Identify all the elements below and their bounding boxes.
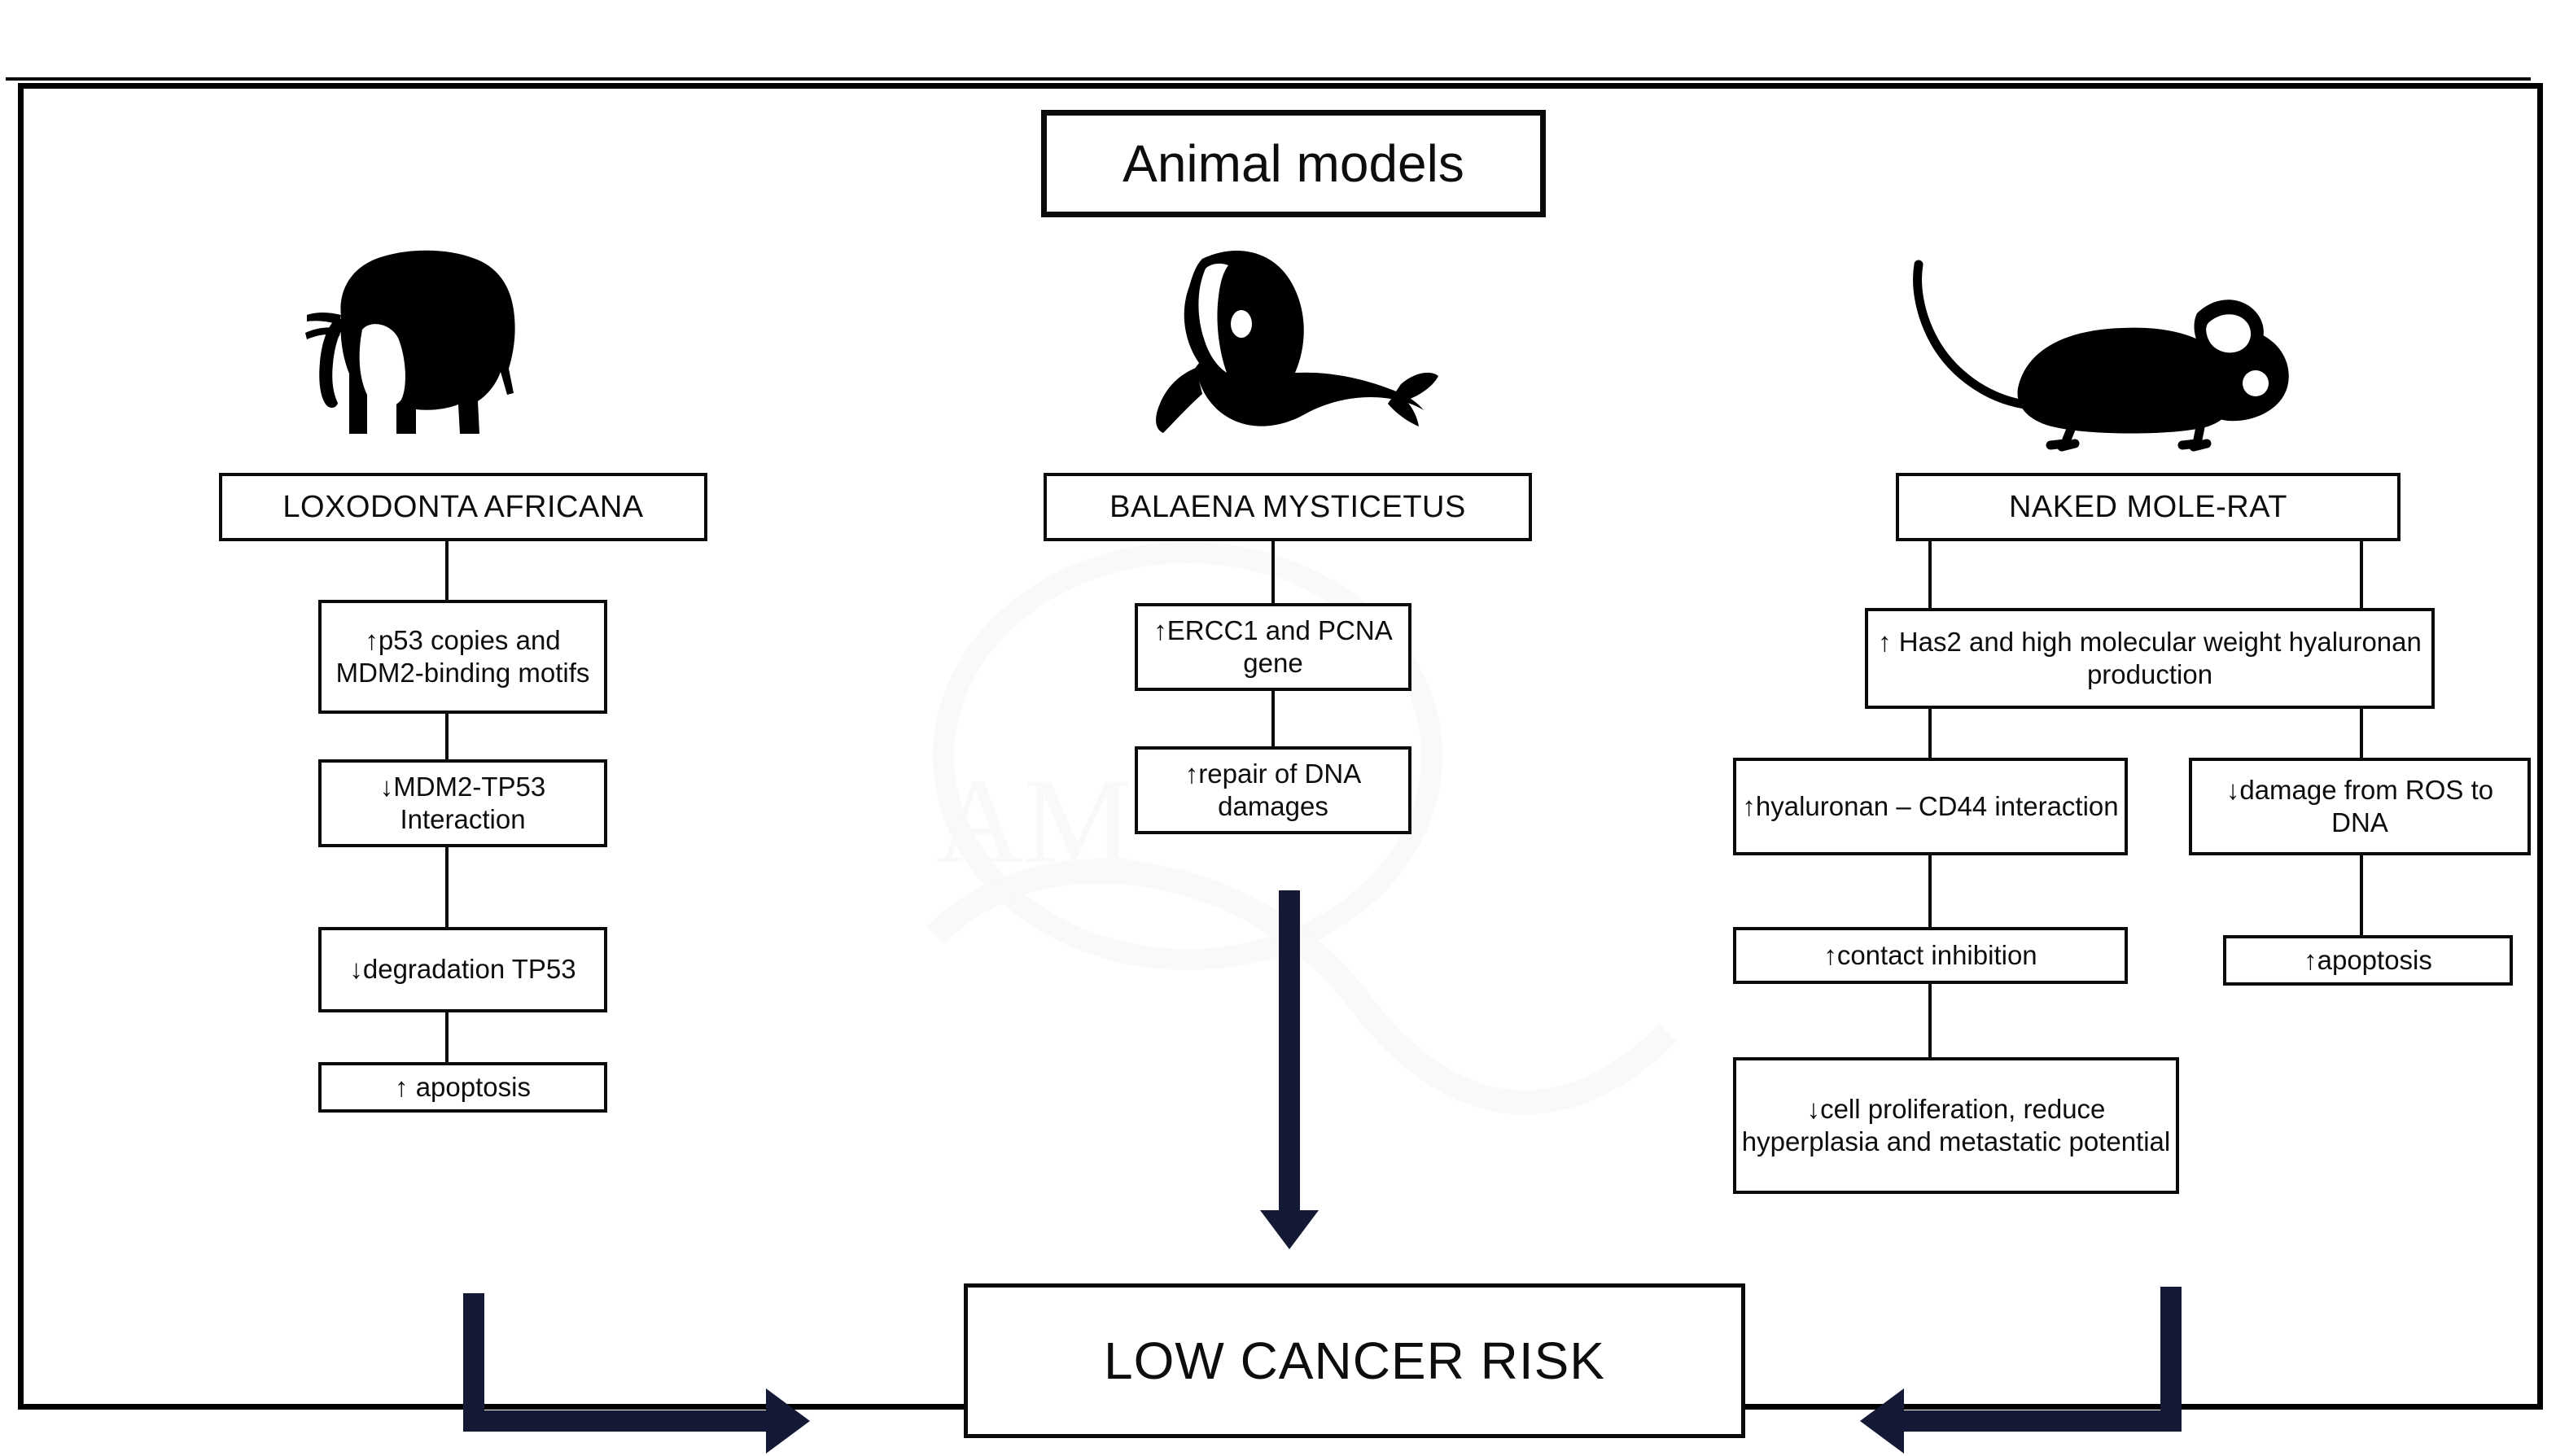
arrow-left-horizontal bbox=[463, 1410, 781, 1432]
step-label: ↓cell proliferation, reduce hyperplasia … bbox=[1741, 1093, 2171, 1156]
connector-right-leg-left bbox=[1928, 540, 1932, 610]
arrow-right-head-icon bbox=[1860, 1388, 1904, 1454]
step-label: ↑ apoptosis bbox=[395, 1071, 531, 1102]
connector-left-2 bbox=[445, 712, 449, 761]
step-label: ↑repair of DNA damages bbox=[1184, 758, 1362, 821]
arrow-right-horizontal bbox=[1904, 1410, 2182, 1432]
connector-right-1a bbox=[1928, 707, 1932, 759]
connector-right-2a bbox=[1928, 854, 1932, 929]
step-box-whale-1[interactable]: ↑ERCC1 and PCNA gene bbox=[1135, 603, 1411, 691]
svg-text:AM: AM bbox=[935, 754, 1132, 889]
arrow-center-head-icon bbox=[1260, 1210, 1319, 1249]
step-box-molerat-1[interactable]: ↑ Has2 and high molecular weight hyaluro… bbox=[1865, 608, 2435, 709]
page-title: Animal models bbox=[1041, 110, 1546, 217]
page-title-label: Animal models bbox=[1123, 134, 1464, 193]
step-box-molerat-6[interactable]: ↓cell proliferation, reduce hyperplasia … bbox=[1733, 1057, 2179, 1194]
species-box-balaena-mysticetus[interactable]: BALAENA MYSTICETUS bbox=[1044, 473, 1532, 541]
arrow-center-stem bbox=[1279, 890, 1300, 1216]
result-label: LOW CANCER RISK bbox=[1104, 1331, 1605, 1390]
species-label: NAKED MOLE-RAT bbox=[2008, 489, 2287, 524]
elephant-silhouette bbox=[305, 250, 515, 434]
step-label: ↓degradation TP53 bbox=[349, 954, 576, 985]
species-box-naked-mole-rat[interactable]: NAKED MOLE-RAT bbox=[1896, 473, 2401, 541]
species-label: BALAENA MYSTICETUS bbox=[1109, 489, 1466, 524]
connector-left-4 bbox=[445, 1011, 449, 1064]
arrow-right-vertical bbox=[2160, 1287, 2182, 1432]
result-box-low-cancer-risk[interactable]: LOW CANCER RISK bbox=[964, 1283, 1745, 1438]
step-label: ↓damage from ROS to DNA bbox=[2225, 774, 2494, 837]
step-label: ↑ Has2 and high molecular weight hyaluro… bbox=[1878, 626, 2422, 689]
connector-mid-2 bbox=[1271, 689, 1275, 748]
step-box-molerat-4[interactable]: ↑contact inhibition bbox=[1733, 927, 2128, 984]
step-box-whale-2[interactable]: ↑repair of DNA damages bbox=[1135, 746, 1411, 834]
step-label: ↓MDM2-TP53 Interaction bbox=[379, 771, 546, 834]
step-label: ↑contact inhibition bbox=[1823, 939, 2037, 970]
mouse-silhouette bbox=[1913, 260, 2289, 452]
connector-left-1 bbox=[445, 540, 449, 601]
connector-right-2b bbox=[2360, 854, 2363, 937]
step-box-molerat-2[interactable]: ↑hyaluronan – CD44 interaction bbox=[1733, 758, 2128, 855]
step-box-elephant-3[interactable]: ↓degradation TP53 bbox=[318, 927, 607, 1012]
arrow-left-head-icon bbox=[766, 1388, 810, 1454]
title-connector-line bbox=[6, 77, 2531, 81]
step-box-molerat-3[interactable]: ↓damage from ROS to DNA bbox=[2189, 758, 2531, 855]
whale-silhouette bbox=[1156, 251, 1438, 433]
connector-right-3a bbox=[1928, 982, 1932, 1059]
step-label: ↑apoptosis bbox=[2304, 944, 2432, 975]
connector-right-leg-right bbox=[2360, 540, 2363, 610]
diagram-frame: AM bbox=[6, 77, 2543, 1454]
step-box-elephant-4[interactable]: ↑ apoptosis bbox=[318, 1062, 607, 1113]
step-label: ↑ERCC1 and PCNA gene bbox=[1153, 614, 1393, 678]
step-label: ↑p53 copies and MDM2-binding motifs bbox=[335, 624, 590, 688]
species-box-loxodonta-africana[interactable]: LOXODONTA AFRICANA bbox=[219, 473, 707, 541]
step-box-elephant-2[interactable]: ↓MDM2-TP53 Interaction bbox=[318, 759, 607, 847]
connector-right-1b bbox=[2360, 707, 2363, 759]
arrow-left-vertical bbox=[463, 1293, 484, 1432]
step-box-molerat-5[interactable]: ↑apoptosis bbox=[2223, 935, 2513, 986]
step-box-elephant-1[interactable]: ↑p53 copies and MDM2-binding motifs bbox=[318, 600, 607, 714]
connector-mid-1 bbox=[1271, 540, 1275, 605]
connector-left-3 bbox=[445, 846, 449, 929]
species-label: LOXODONTA AFRICANA bbox=[282, 489, 644, 524]
step-label: ↑hyaluronan – CD44 interaction bbox=[1742, 790, 2119, 821]
